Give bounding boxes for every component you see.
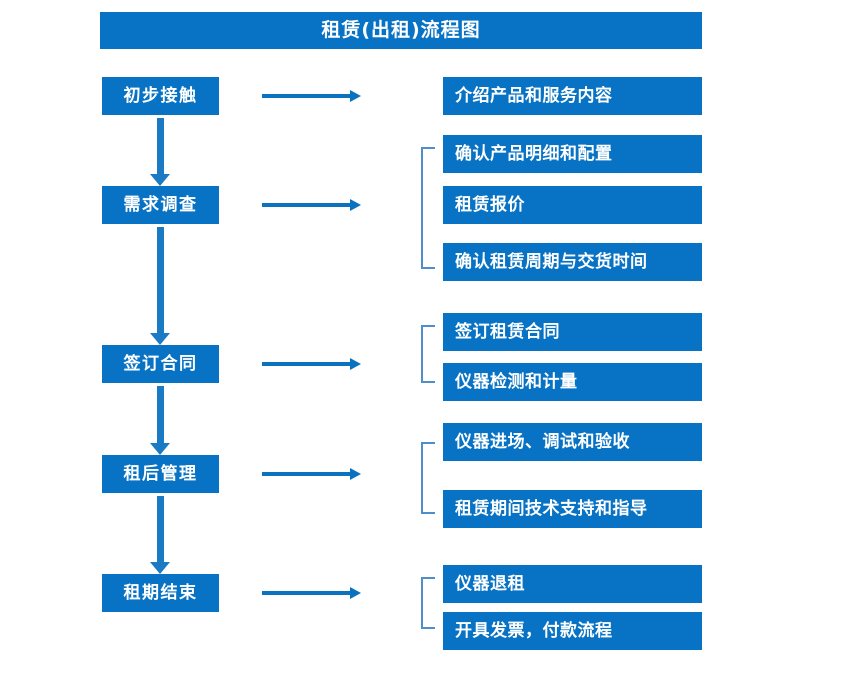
stage-label-2: 需求调查: [123, 194, 198, 215]
detail-label-10: 开具发票，付款流程: [455, 620, 613, 641]
stage-label-3: 签订合同: [123, 353, 198, 374]
detail-box-8[interactable]: 租赁期间技术支持和指导: [443, 490, 702, 528]
detail-box-3[interactable]: 租赁报价: [443, 186, 702, 224]
detail-label-4: 确认租赁周期与交货时间: [455, 251, 648, 272]
detail-label-1: 介绍产品和服务内容: [455, 85, 613, 106]
detail-box-9[interactable]: 仪器退租: [443, 565, 702, 603]
group-bracket-icon-4: [421, 577, 435, 629]
group-bracket-icon-3: [421, 442, 435, 514]
detail-label-5: 签订租赁合同: [455, 321, 560, 342]
detail-box-1[interactable]: 介绍产品和服务内容: [443, 77, 702, 115]
detail-label-8: 租赁期间技术支持和指导: [455, 498, 648, 519]
stage-box-5[interactable]: 租期结束: [102, 574, 219, 612]
detail-box-10[interactable]: 开具发票，付款流程: [443, 612, 702, 650]
stage-box-1[interactable]: 初步接触: [102, 77, 219, 115]
group-bracket-icon-2: [421, 325, 435, 383]
detail-label-9: 仪器退租: [455, 573, 525, 594]
diagram-title-bar: 租赁(出租)流程图: [100, 12, 702, 49]
arrow-right-icon-1: [262, 88, 361, 104]
detail-box-4[interactable]: 确认租赁周期与交货时间: [443, 243, 702, 281]
stage-label-1: 初步接触: [123, 85, 198, 106]
arrow-down-icon-3: [150, 386, 170, 455]
group-bracket-icon-1: [421, 147, 435, 269]
detail-box-7[interactable]: 仪器进场、调试和验收: [443, 423, 702, 461]
arrow-right-icon-5: [262, 585, 361, 601]
arrow-down-icon-4: [150, 496, 170, 574]
detail-label-3: 租赁报价: [455, 194, 525, 215]
detail-box-2[interactable]: 确认产品明细和配置: [443, 135, 702, 173]
detail-box-5[interactable]: 签订租赁合同: [443, 313, 702, 351]
diagram-title: 租赁(出租)流程图: [321, 19, 481, 41]
arrow-down-icon-1: [150, 118, 170, 186]
detail-label-7: 仪器进场、调试和验收: [455, 431, 630, 452]
arrow-right-icon-4: [262, 466, 361, 482]
arrow-down-icon-2: [150, 227, 170, 345]
stage-label-4: 租后管理: [123, 463, 198, 484]
stage-label-5: 租期结束: [123, 582, 198, 603]
arrow-right-icon-2: [262, 197, 361, 213]
stage-box-4[interactable]: 租后管理: [102, 455, 219, 493]
stage-box-3[interactable]: 签订合同: [102, 345, 219, 383]
detail-box-6[interactable]: 仪器检测和计量: [443, 363, 702, 401]
detail-label-6: 仪器检测和计量: [455, 371, 578, 392]
stage-box-2[interactable]: 需求调查: [102, 186, 219, 224]
arrow-right-icon-3: [262, 356, 361, 372]
detail-label-2: 确认产品明细和配置: [455, 143, 613, 164]
